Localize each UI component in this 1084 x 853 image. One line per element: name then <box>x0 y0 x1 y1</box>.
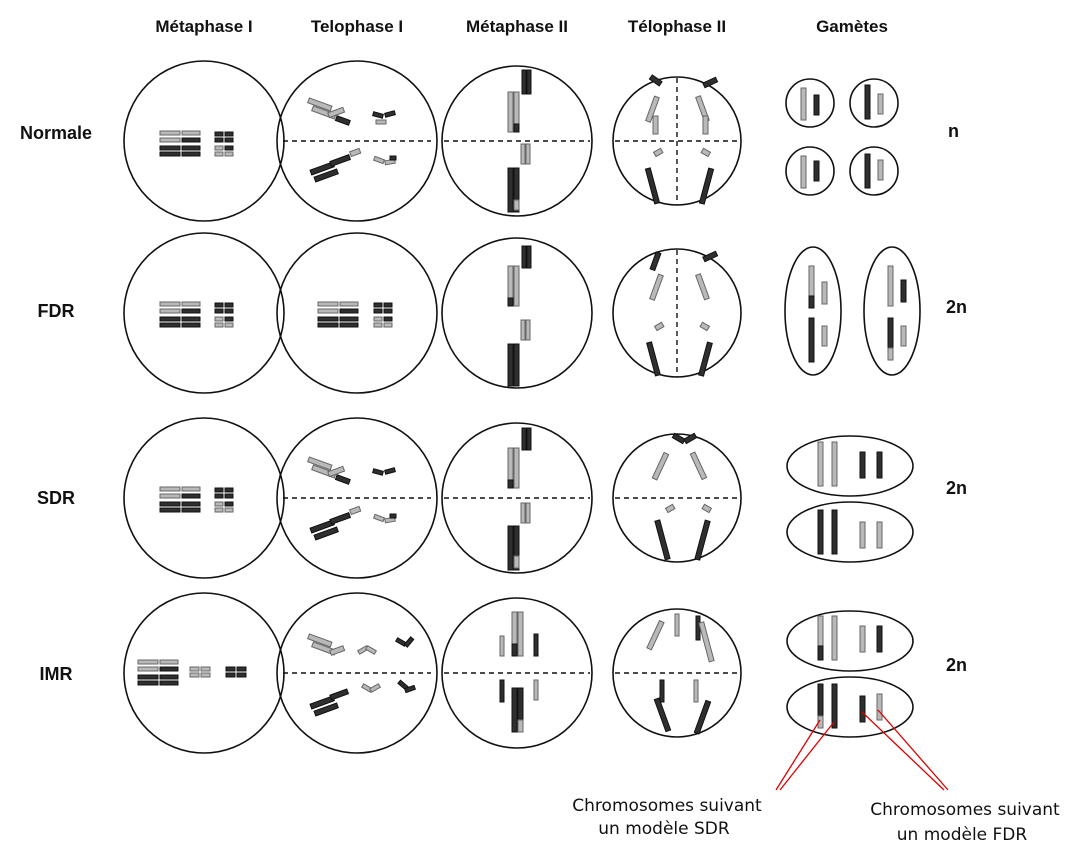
row-label-fdr: FDR <box>38 301 75 321</box>
row-label-normale: Normale <box>20 123 92 143</box>
chromosomes-sdr-metaphase-2 <box>507 427 532 571</box>
cell-fdr-telophase-1 <box>276 232 438 394</box>
pointer-line-fdr-1 <box>861 711 945 791</box>
chromosomes-fdr-telophase-2 <box>646 250 719 377</box>
annotation-fdr-line-2: un modèle FDR <box>897 825 1028 845</box>
gametes-normale <box>785 78 899 196</box>
chromosomes-imr-metaphase-1 <box>137 659 247 686</box>
cell-imr-telophase-2 <box>612 608 742 738</box>
chromosomes-normale-telophase-2 <box>644 74 719 205</box>
ploidy-fdr: 2n <box>946 297 967 317</box>
cell-normale-metaphase-2 <box>441 65 593 217</box>
annotation-sdr-line-1: Chromosomes suivant <box>572 796 762 816</box>
gametes-sdr <box>786 435 914 563</box>
annotation-sdr-line-2: un modèle SDR <box>598 819 730 839</box>
chromosomes-fdr-telophase-1 <box>317 301 393 328</box>
column-header-metaphase-2: Métaphase II <box>466 17 568 36</box>
pointer-line-sdr-1 <box>775 719 821 791</box>
pointer-line-fdr-2 <box>877 709 949 791</box>
chromosomes-fdr-metaphase-2 <box>507 245 532 387</box>
chromosomes-fdr-metaphase-1 <box>159 301 234 328</box>
cell-fdr-metaphase-1 <box>123 232 285 394</box>
chromosomes-sdr-telophase-1 <box>307 456 397 541</box>
row-label-sdr: SDR <box>37 488 75 508</box>
annotation-fdr-line-1: Chromosomes suivant <box>870 800 1060 820</box>
ploidy-normale: n <box>948 121 959 141</box>
cell-sdr-telophase-2 <box>612 433 742 563</box>
column-header-telophase-1: Telophase I <box>311 17 403 36</box>
cell-imr-telophase-1 <box>276 592 438 754</box>
chromosomes-imr-telophase-1 <box>307 633 417 717</box>
cell-sdr-metaphase-2 <box>441 422 593 574</box>
cell-normale-metaphase-1 <box>123 60 285 222</box>
chromosomes-normale-telophase-1 <box>307 97 397 183</box>
chromosomes-imr-metaphase-2 <box>499 611 539 733</box>
pointer-line-sdr-2 <box>779 721 835 791</box>
chromosomes-sdr-telophase-2 <box>651 432 713 561</box>
cell-fdr-metaphase-2 <box>441 237 593 389</box>
ploidy-sdr: 2n <box>946 478 967 498</box>
cell-imr-metaphase-2 <box>441 597 593 749</box>
column-header-metaphase-1: Métaphase I <box>155 17 252 36</box>
gametes-imr <box>786 610 914 738</box>
chromosomes-sdr-metaphase-1 <box>159 486 234 513</box>
chromosomes-normale-metaphase-2 <box>507 69 532 213</box>
cell-sdr-telophase-1 <box>276 417 438 579</box>
cell-sdr-metaphase-1 <box>123 417 285 579</box>
chromosomes-imr-telophase-2 <box>646 613 715 735</box>
gametes-fdr <box>784 246 921 376</box>
column-header-telophase-2: Télophase II <box>628 17 726 36</box>
chromosomes-normale-metaphase-1 <box>159 130 234 157</box>
ploidy-imr: 2n <box>946 655 967 675</box>
column-header-gametes: Gamètes <box>816 17 888 36</box>
row-label-imr: IMR <box>40 664 73 684</box>
cell-normale-telophase-1 <box>276 60 438 222</box>
